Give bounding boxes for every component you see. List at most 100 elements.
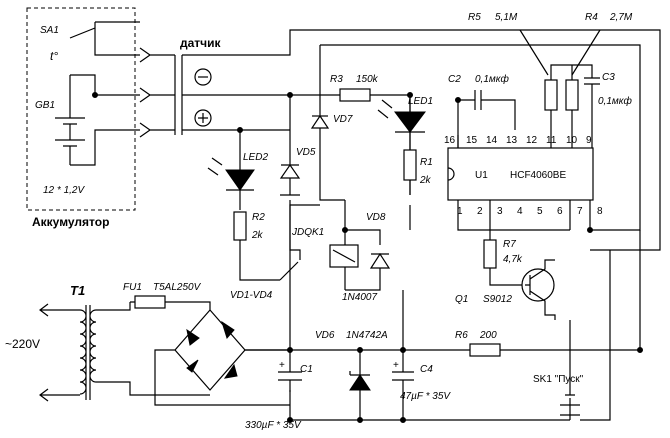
- resistor-r7: [483, 239, 497, 269]
- pin-7: 7: [577, 206, 583, 217]
- c1-label: C1: [300, 364, 313, 375]
- pin-11: 11: [546, 135, 557, 146]
- wire-relay: [344, 200, 381, 291]
- pin-3: 3: [497, 206, 503, 217]
- c4-plus: +: [393, 360, 399, 371]
- gb1-label: GB1: [35, 100, 55, 111]
- q1-value: S9012: [483, 294, 512, 305]
- bridge-diode-3: [186, 359, 199, 373]
- relay-label: JDQK1: [291, 227, 324, 238]
- pin-12: 12: [526, 135, 538, 146]
- resistor-r2: [233, 211, 247, 241]
- resistor-leads: [519, 29, 601, 76]
- pin-16: 16: [444, 135, 456, 146]
- relay-contact: [279, 204, 320, 281]
- battery-spec: 12 * 1,2V: [43, 185, 85, 196]
- led1-label: LED1: [408, 96, 433, 107]
- bridge-diode-1: [186, 328, 200, 346]
- mains-arrows: [39, 303, 65, 402]
- pin-2: 2: [477, 206, 483, 217]
- r6-label: R6: [455, 330, 468, 341]
- r4-label: R4: [585, 12, 598, 23]
- capacitor-c3: [580, 64, 600, 148]
- wire-top-rail: [182, 29, 661, 251]
- switch-sk1: [560, 250, 611, 421]
- battery-gb1: [55, 74, 140, 166]
- r6-value: 200: [479, 330, 497, 341]
- c3-label: C3: [602, 72, 615, 83]
- vd6-label: VD6: [315, 330, 335, 341]
- wire-vd7: [319, 45, 345, 201]
- ic-pin-wires: [457, 135, 591, 240]
- transformer-label: T1: [70, 283, 85, 298]
- q1-label: Q1: [455, 294, 468, 305]
- pin-5: 5: [537, 206, 543, 217]
- wire-sensor-to-r3: [182, 94, 411, 230]
- r1-value: 2k: [419, 175, 432, 186]
- bridge-diode-4: [223, 363, 238, 379]
- ic-name: HCF4060BE: [510, 170, 566, 181]
- pin-14: 14: [486, 135, 498, 146]
- r3-value: 150k: [356, 74, 379, 85]
- c1-plus: +: [279, 360, 285, 371]
- sa1-label: SA1: [40, 25, 59, 36]
- pin-8: 8: [597, 206, 603, 217]
- r1-label: R1: [420, 157, 433, 168]
- c4-value: 47µF * 35V: [400, 391, 451, 402]
- fuse-fu1: [134, 295, 166, 309]
- r3-label: R3: [330, 74, 343, 85]
- diode-vd8: [369, 252, 391, 269]
- connector-arrows: [139, 47, 175, 138]
- sk1-label: SK1 "Пуск": [533, 374, 584, 385]
- resistor-r1: [403, 149, 417, 181]
- resistor-r3: [339, 88, 371, 102]
- wire-top-second: [320, 44, 641, 231]
- ic-top-pins: 16 15 14 13 12 11 10 9: [444, 135, 592, 146]
- c2-label: C2: [448, 74, 461, 85]
- capacitor-c1: [278, 360, 302, 392]
- fu1-value: T5AL250V: [153, 282, 202, 293]
- vd8-label: VD8: [366, 212, 386, 223]
- vd7-label: VD7: [333, 114, 353, 125]
- sensor-label: датчик: [180, 36, 222, 50]
- junction-dots: [92, 92, 643, 423]
- vd8-value: 1N4007: [342, 292, 377, 303]
- c4-label: C4: [420, 364, 433, 375]
- bridge-diode-2: [221, 320, 235, 340]
- pin-4: 4: [517, 206, 523, 217]
- pin-15: 15: [466, 135, 478, 146]
- pin-6: 6: [557, 206, 563, 217]
- c3-value: 0,1мкф: [598, 95, 632, 107]
- r5-label: R5: [468, 12, 481, 23]
- sensor-block: [174, 55, 183, 135]
- r2-label: R2: [252, 212, 265, 223]
- diode-vd7: [310, 114, 330, 129]
- ic-bottom-pins: 1 2 3 4 5 6 7 8: [457, 206, 603, 217]
- led1-icon: [394, 111, 426, 133]
- vd5-label: VD5: [296, 147, 316, 158]
- pin-1: 1: [457, 206, 463, 217]
- resistor-r6: [469, 343, 501, 357]
- pin-13: 13: [506, 135, 518, 146]
- c1-value: 330µF * 35V: [245, 420, 302, 431]
- thermal-sensor-label: t°: [50, 49, 58, 63]
- ic-u1: [447, 147, 594, 201]
- led2-icon: [225, 169, 255, 191]
- r7-label: R7: [503, 239, 516, 250]
- resistor-r4: [565, 79, 579, 111]
- pin-9: 9: [586, 135, 592, 146]
- vd6-value: 1N4742A: [346, 330, 388, 341]
- diode-vd5: [279, 163, 301, 179]
- battery-caption: Аккумулятор: [32, 215, 109, 229]
- battery-box-outline: [26, 7, 136, 211]
- mains-label: ~220V: [5, 337, 40, 351]
- bridge-label: VD1-VD4: [230, 290, 273, 301]
- led2-label: LED2: [243, 152, 268, 163]
- r5-value: 5,1M: [495, 12, 518, 23]
- ic-ref: U1: [475, 170, 488, 181]
- r2-value: 2k: [251, 230, 264, 241]
- r7-value: 4,7k: [503, 254, 523, 265]
- fu1-label: FU1: [123, 282, 142, 293]
- thermal-switch-sa1: [69, 22, 140, 56]
- pin-10: 10: [566, 135, 578, 146]
